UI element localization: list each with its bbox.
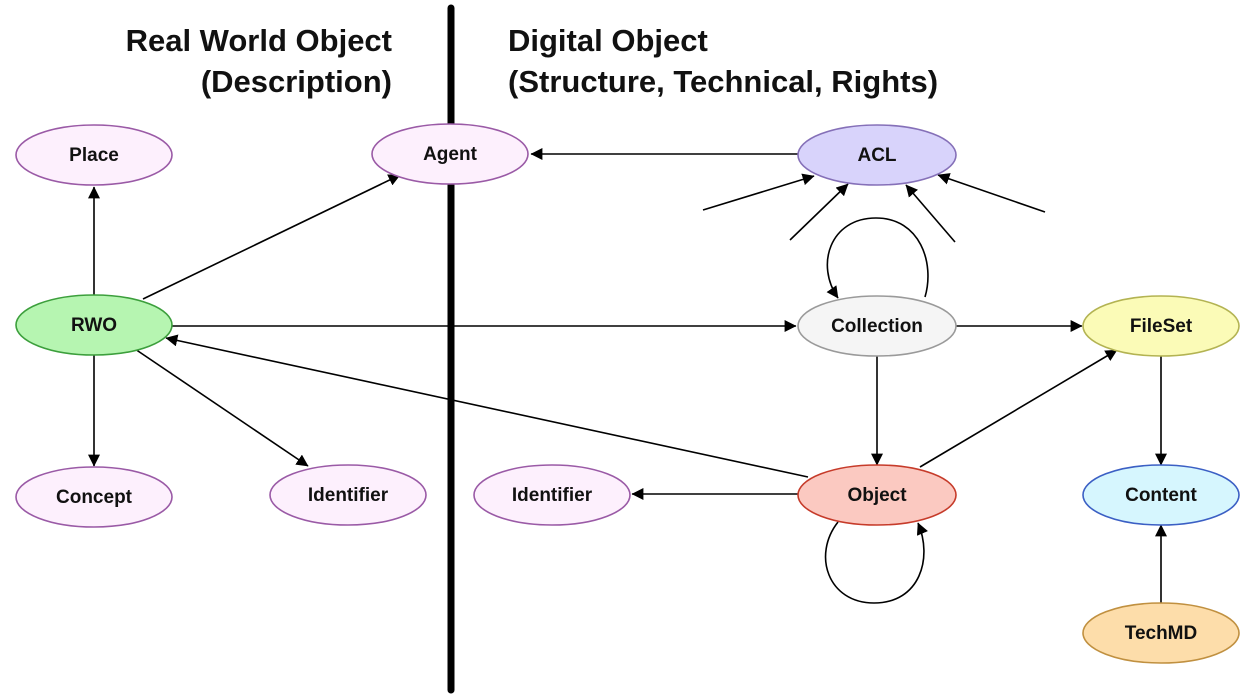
node-acl: ACL xyxy=(797,124,957,186)
node-rwo-shape xyxy=(15,294,173,356)
node-content: Content xyxy=(1082,464,1240,526)
node-techmd-shape xyxy=(1082,602,1240,664)
node-identifier-digital-label: Identifier xyxy=(512,485,593,506)
node-content-label: Content xyxy=(1125,485,1197,506)
node-agent-label: Agent xyxy=(423,144,478,165)
node-fileset-label: FileSet xyxy=(1130,316,1193,337)
node-object-label: Object xyxy=(847,485,907,506)
node-identifier-rwo-shape xyxy=(269,464,427,526)
digital-object-heading: Digital Object (Structure, Technical, Ri… xyxy=(508,20,938,102)
node-concept-label: Concept xyxy=(56,487,133,508)
node-collection-shape xyxy=(797,295,957,357)
edge-rwo-agent xyxy=(142,174,401,300)
node-rwo-label: RWO xyxy=(71,315,117,336)
node-place: Place xyxy=(15,124,173,186)
node-identifier-rwo: Identifier xyxy=(269,464,427,526)
heading-digital-object: Digital Object xyxy=(508,23,708,58)
node-place-label: Place xyxy=(69,145,119,166)
node-fileset-shape xyxy=(1082,295,1240,357)
edges xyxy=(88,148,1167,604)
heading-description: (Description) xyxy=(200,64,392,99)
node-object: Object xyxy=(797,464,957,526)
edge-object-rwo xyxy=(165,334,809,478)
node-content-shape xyxy=(1082,464,1240,526)
edge-object-fileset xyxy=(919,349,1118,468)
node-identifier-digital: Identifier xyxy=(473,464,631,526)
heading-real-world-object: Real World Object xyxy=(125,23,392,58)
edge-acl-in-2 xyxy=(789,183,849,241)
node-rwo: RWO xyxy=(15,294,173,356)
node-object-shape xyxy=(797,464,957,526)
node-acl-shape xyxy=(797,124,957,186)
heading-structure-technical-rights: (Structure, Technical, Rights) xyxy=(508,64,939,99)
edge-collection-self xyxy=(826,217,929,299)
node-place-shape xyxy=(15,124,173,186)
node-agent-shape xyxy=(371,123,529,185)
node-agent: Agent xyxy=(371,123,529,185)
node-techmd: TechMD xyxy=(1082,602,1240,664)
node-collection: Collection xyxy=(797,295,957,357)
node-concept-shape xyxy=(15,466,173,528)
node-techmd-label: TechMD xyxy=(1125,623,1197,644)
node-fileset: FileSet xyxy=(1082,295,1240,357)
edge-object-self xyxy=(824,521,928,604)
node-identifier-digital-shape xyxy=(473,464,631,526)
node-collection-label: Collection xyxy=(831,316,923,337)
node-concept: Concept xyxy=(15,466,173,528)
edge-rwo-identifier xyxy=(134,348,309,467)
edge-acl-in-3 xyxy=(905,184,956,243)
node-identifier-rwo-label: Identifier xyxy=(308,485,389,506)
edge-acl-in-1 xyxy=(702,173,815,211)
edge-acl-in-4 xyxy=(937,173,1046,213)
real-world-object-heading: Real World Object (Description) xyxy=(126,20,392,102)
node-acl-label: ACL xyxy=(857,145,896,166)
